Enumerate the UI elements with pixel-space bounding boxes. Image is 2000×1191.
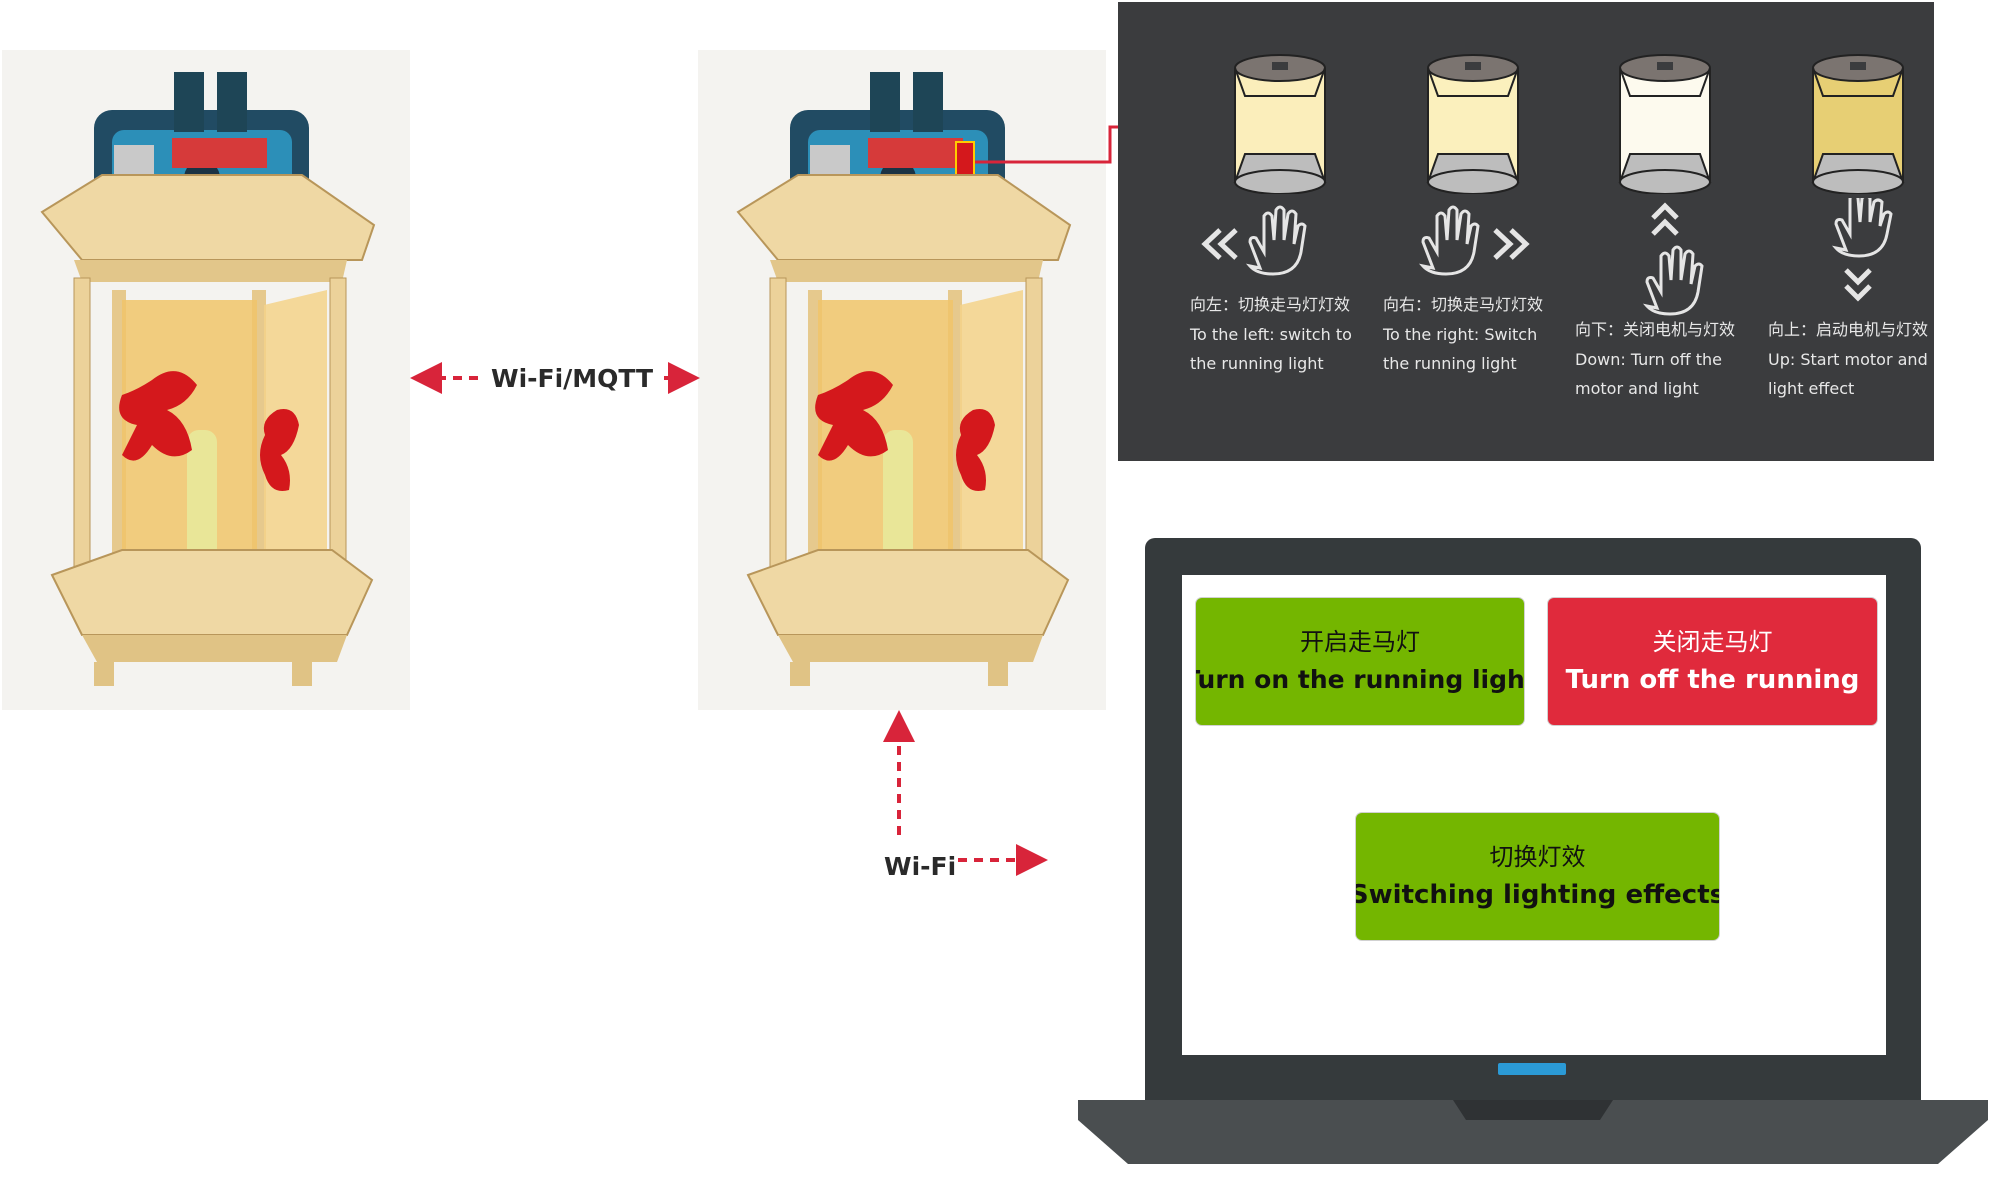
button-label-cn: 切换灯效 <box>1489 842 1586 871</box>
laptop-screen: 开启走马灯 Turn on the running light 关闭走马灯 Tu… <box>1182 575 1886 1055</box>
gesture-caption-en: Down: Turn off the motor and light <box>1575 350 1722 398</box>
button-label-en: Turn off the running <box>1565 664 1860 695</box>
lantern-image-1 <box>2 50 410 710</box>
gesture-caption-en: To the right: Switch the running light <box>1383 325 1538 373</box>
light-cylinder-icon <box>1811 54 1905 194</box>
light-cylinder-icon <box>1233 54 1327 194</box>
gesture-right: 向右：切换走马灯灯效 To the right: Switch the runn… <box>1383 2 1583 461</box>
turn-on-running-light-button[interactable]: 开启走马灯 Turn on the running light <box>1196 598 1524 725</box>
lantern-illustration <box>736 72 1072 686</box>
swipe-down-hand-icon <box>1642 202 1704 316</box>
turn-off-running-light-button[interactable]: 关闭走马灯 Turn off the running <box>1548 598 1877 725</box>
swipe-up-hand-icon <box>1831 198 1893 302</box>
gesture-down: 向下：关闭电机与灯效 Down: Turn off the motor and … <box>1575 2 1775 461</box>
laptop-indicator-light <box>1498 1063 1566 1075</box>
switch-lighting-effects-button[interactable]: 切换灯效 Switching lighting effects <box>1356 813 1719 940</box>
wifi-label: Wi-Fi <box>884 852 957 881</box>
button-label-cn: 开启走马灯 <box>1300 627 1420 656</box>
gesture-caption-cn: 向上：启动电机与灯效 <box>1768 320 1929 339</box>
button-label-cn: 关闭走马灯 <box>1652 627 1773 656</box>
button-label-en: Switching lighting effects <box>1356 879 1719 910</box>
gesture-up: 向上：启动电机与灯效 Up: Start motor and light eff… <box>1768 2 1968 461</box>
laptop-base <box>1078 1100 1988 1164</box>
gesture-left: 向左：切换走马灯灯效 To the left: switch to the ru… <box>1190 2 1390 461</box>
lantern-image-2 <box>698 50 1106 710</box>
light-cylinder-icon <box>1426 54 1520 194</box>
papercut-figure <box>815 371 995 491</box>
gesture-caption-en: Up: Start motor and light effect <box>1768 350 1928 398</box>
gesture-panel: 向左：切换走马灯灯效 To the left: switch to the ru… <box>1118 2 1934 461</box>
gesture-caption-cn: 向左：切换走马灯灯效 <box>1190 295 1351 314</box>
gesture-caption-cn: 向右：切换走马灯灯效 <box>1383 295 1544 314</box>
button-label-en: Turn on the running light <box>1196 664 1524 694</box>
papercut-figure <box>119 371 299 491</box>
mqtt-label: Wi-Fi/MQTT <box>487 364 658 393</box>
swipe-right-hand-icon <box>1418 205 1530 276</box>
gesture-caption-cn: 向下：关闭电机与灯效 <box>1575 320 1736 339</box>
gesture-caption-en: To the left: switch to the running light <box>1190 325 1352 373</box>
swipe-left-hand-icon <box>1201 205 1307 276</box>
lantern-illustration <box>40 72 376 686</box>
light-cylinder-icon <box>1618 54 1712 194</box>
